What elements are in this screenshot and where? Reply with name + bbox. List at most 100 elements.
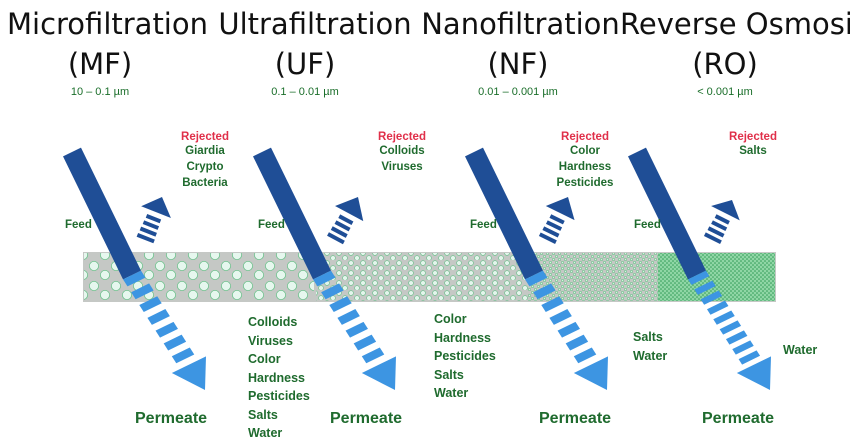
ro-range: < 0.001 µm [697,86,753,98]
permeate-item: Salts [248,407,278,422]
uf-permeate-arrow-segment [353,334,377,351]
nf-reject-arrow-segment [542,226,560,238]
uf-permeate-arrow-segment [313,270,336,287]
permeate-item: Hardness [248,370,305,385]
permeate-item: Salts [633,330,663,344]
ro-reject-arrow-segment [707,226,725,238]
ro-permeate-arrow-segment [700,290,723,305]
permeate-item: Colloids [248,315,298,329]
ro-rejected: Rejected Salts [713,131,793,159]
ro-permeate-label: Permeate [702,410,775,427]
mf-range: 10 – 0.1 µm [70,86,130,98]
uf-reject-arrow-head [335,197,364,222]
nf-reject-arrow-segment [538,232,557,244]
uf-permeate-arrow-segment [337,309,360,325]
rejected-item: Giardia [185,145,225,157]
permeate-item: Water [633,348,668,363]
nf-permeate-arrow-head [573,356,608,390]
nf-feed-label: Feed [470,219,497,231]
nf-permeate-arrow-segment [533,283,556,300]
ro-abbr: (RO) [692,47,758,81]
ro-permeate-arrow-segment [719,320,742,335]
nf-reject-arrow-segment [549,214,565,225]
uf-rejected: Rejected Colloids Viruses [362,131,442,175]
uf-permeate-arrow-head [361,356,396,390]
ro-feed-label: Feed [634,219,661,231]
mf-permeate-arrow-segment [155,321,178,338]
mf-permeate-arrow-segment [139,296,162,313]
nf-permeate-arrow-segment [573,347,597,364]
uf-reject-arrow-segment [330,226,348,238]
mf-permeate-arrow-segment [123,270,146,287]
nf-abbr: (NF) [487,47,549,81]
mf-reject-arrow-segment [139,226,157,237]
permeate-item: Color [434,312,467,326]
uf-reject-arrow-segment [338,214,354,226]
rejected-item: Color [569,145,601,157]
nf-permeate-arrow-segment [541,296,564,313]
permeate-item: Water [434,386,469,400]
nf-rejected: Rejected Color Hardness Pesticides [545,131,625,191]
ro-permeate-water: Water [783,343,818,357]
ro-permeate-arrow-segment [738,350,761,365]
uf-reject-arrow-segment [334,220,351,232]
permeate-item: Color [248,352,281,366]
nf-reject-arrow-head [545,197,575,221]
uf-feed-arrow-shaft [253,147,331,280]
nf-reject-arrow-segment [545,220,563,231]
mf-permeate-arrow-segment [131,283,154,300]
ro-permeate-arrow-segment [706,300,729,315]
mf-permeate-arrow-segment [171,347,195,364]
mf-permeate-arrow-head [171,356,206,390]
rejected-heading: Rejected [561,131,609,143]
nf-permeate-arrow-segment [557,321,580,338]
nf-range: 0.01 – 0.001 µm [478,86,558,98]
mf-reject-arrow-head [141,197,171,218]
rejected-heading: Rejected [181,131,229,143]
permeate-item: Salts [434,367,464,382]
uf-permeate-arrow-segment [329,296,352,313]
nf-permeate-arrow-segment [549,309,572,325]
rejected-heading: Rejected [729,131,777,143]
ro-title: Reverse Osmosis [620,7,850,41]
nf-permeate-label: Permeate [539,410,612,427]
permeate-item: Water [248,426,283,440]
mf-rejected: Rejected Giardia Crypto Bacteria [165,131,245,191]
mf-permeate-label: Permeate [135,410,208,427]
mf-feed-arrow-shaft [63,147,141,280]
ro-reject-arrow-segment [703,232,722,245]
uf-reject-arrow-segment [327,232,345,245]
ro-permeate-arrow-head [736,356,771,390]
mf-feed-label: Feed [65,219,92,231]
mf-permeate-arrow-segment [163,334,187,351]
rejected-item: Colloids [379,145,425,157]
uf-range: 0.1 – 0.01 µm [271,86,339,98]
mf-reject-arrow-segment [142,220,160,230]
mf-permeate-arrow-segment [147,309,170,325]
rejected-item: Bacteria [182,177,228,189]
rejected-heading: Rejected [378,131,426,143]
uf-abbr: (UF) [274,47,336,81]
permeate-item: Viruses [248,333,293,348]
uf-title: Ultrafiltration [218,7,412,41]
ro-reject-arrow-segment [714,214,730,225]
uf-feed-label: Feed [258,219,285,231]
permeate-item: Hardness [434,330,491,345]
ro-permeate-arrow-segment [713,310,735,325]
rejected-item: Hardness [558,161,612,173]
nf-feed-arrow-shaft [465,147,543,280]
mf-title: Microfiltration [7,7,208,41]
mf-reject-arrow-segment [136,232,155,244]
uf-membrane [316,253,528,301]
ro-reject-arrow-segment [711,220,728,232]
ro-feed-arrow-shaft [628,147,706,280]
uf-permeate-arrow-segment [345,321,368,338]
ro-permeate-list: Salts Water [633,328,667,365]
mf-reject-arrow-segment [145,213,162,224]
rejected-item: Viruses [381,161,423,173]
uf-permeate-arrow-segment [361,347,385,364]
nf-permeate-list: Color Hardness Pesticides Salts Water [434,310,496,403]
ro-reject-arrow-head [711,200,740,221]
uf-permeate-list: Colloids Viruses Color Hardness Pesticid… [248,313,310,443]
